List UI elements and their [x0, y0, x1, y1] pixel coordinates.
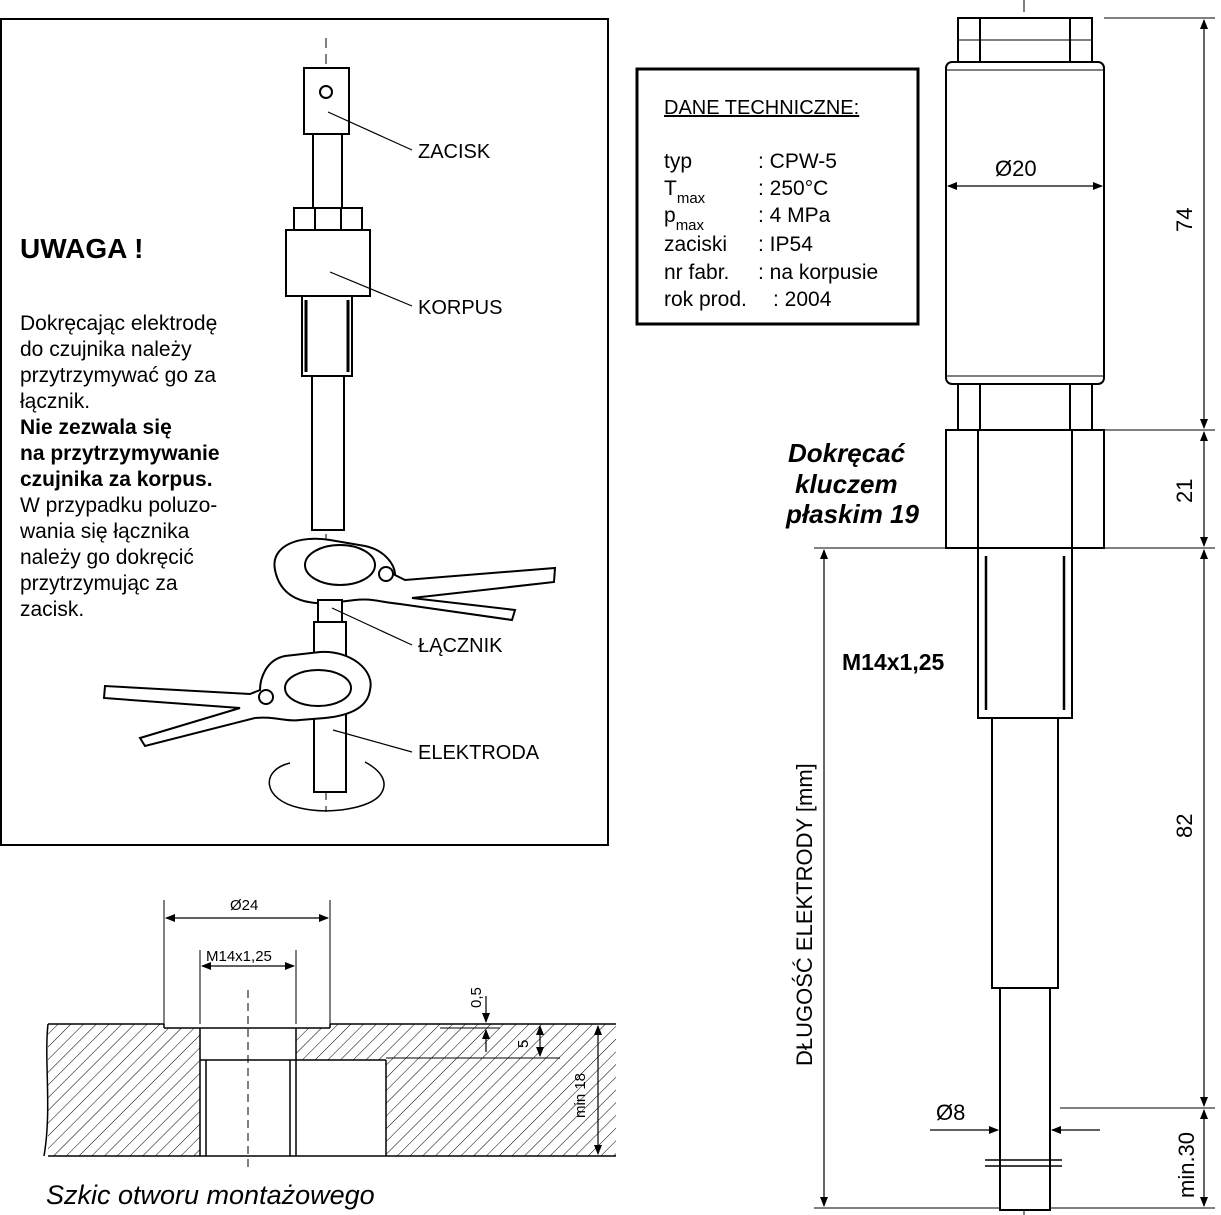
mount-dim-5: 5 — [515, 1040, 532, 1048]
tech-value-tmax: : 250°C — [758, 177, 828, 200]
dim-nut-length: 21 — [1172, 479, 1197, 503]
label-elektroda: ELEKTRODA — [418, 742, 540, 764]
tech-row-typ: typ — [664, 150, 692, 173]
dim-body-diameter: Ø20 — [995, 156, 1037, 181]
tech-value-rokprod: : 2004 — [773, 288, 832, 311]
warning-box: UWAGA ! Dokręcając elektrodę do czujnika… — [0, 18, 609, 846]
mount-caption: Szkic otworu montażowego — [46, 1180, 375, 1210]
tech-row-zaciski: zaciski — [664, 233, 727, 256]
tech-row-nrfabr: nr fabr. — [664, 261, 729, 284]
thread-label: M14x1,25 — [842, 649, 945, 675]
label-zacisk: ZACISK — [418, 141, 491, 163]
dim-min: min.30 — [1174, 1132, 1199, 1198]
sensor-drawing — [814, 0, 1215, 1215]
mount-dim-05: 0,5 — [468, 987, 485, 1008]
sensor-illustration — [102, 38, 557, 812]
mount-dim-min18: min 18 — [572, 1073, 589, 1118]
mount-dim-outer: Ø24 — [230, 897, 258, 914]
tech-value-typ: : CPW-5 — [758, 150, 837, 173]
electrode-length-label: DŁUGOŚĆ ELEKTRODY [mm] — [792, 763, 817, 1066]
warning-more-text: W przypadku poluzo- wania się łącznika n… — [19, 494, 223, 621]
dim-body-length: 74 — [1172, 208, 1197, 232]
mount-sketch — [43, 900, 616, 1170]
label-lacznik: ŁĄCZNIK — [418, 635, 503, 657]
tech-row-pmax: pmax — [664, 204, 705, 234]
warning-heading: UWAGA ! — [20, 233, 143, 264]
mount-dim-thread: M14x1,25 — [206, 948, 272, 965]
tech-row-tmax: Tmax — [664, 177, 706, 207]
label-korpus: KORPUS — [418, 297, 502, 319]
tech-row-rokprod: rok prod. — [664, 288, 747, 311]
tech-value-pmax: : 4 MPa — [758, 204, 831, 227]
warning-bold-text: Nie zezwala się na przytrzymywanie czujn… — [20, 416, 225, 491]
tech-value-zaciski: : IP54 — [758, 233, 813, 256]
tech-data-title: DANE TECHNICZNE: — [664, 97, 859, 119]
tech-value-nrfabr: : na korpusie — [758, 261, 878, 284]
wrench-note: Dokręcać kluczem płaskim 19 — [785, 438, 920, 529]
tech-data-box: DANE TECHNICZNE: typ : CPW-5 Tmax : 250°… — [635, 67, 920, 326]
warning-text: Dokręcając elektrodę do czujnika należy … — [20, 312, 223, 413]
dim-rod-diameter: Ø8 — [936, 1100, 965, 1125]
dim-thread-length: 82 — [1172, 814, 1197, 838]
